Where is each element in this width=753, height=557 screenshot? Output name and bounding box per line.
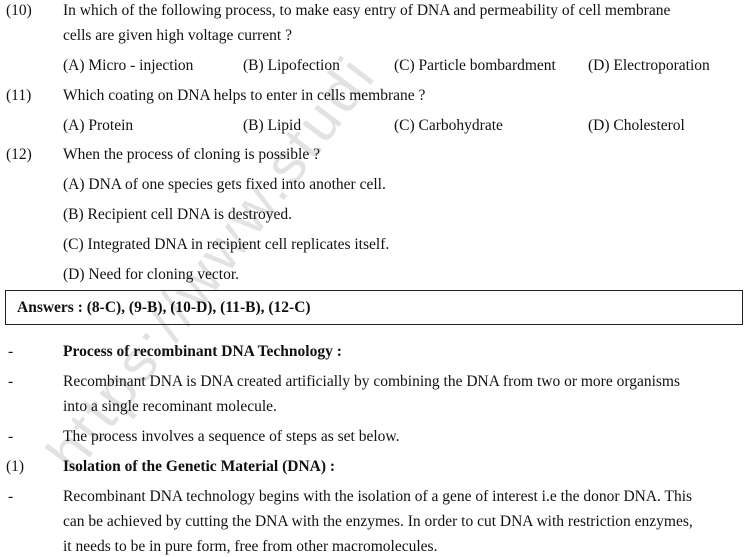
question-11-option-d: (D) Cholesterol (588, 117, 685, 134)
question-12-text: When the process of cloning is possible … (63, 146, 320, 163)
question-10-option-c: (C) Particle bombardment (394, 57, 556, 74)
paragraph-2: The process involves a sequence of steps… (63, 428, 400, 445)
question-10-option-d: (D) Electroporation (588, 57, 710, 74)
question-12-option-b: (B) Recipient cell DNA is destroyed. (63, 206, 293, 223)
step-1-number: (1) (6, 458, 25, 475)
question-10-option-b: (B) Lipofection (243, 57, 340, 74)
bullet-dash-4: - (8, 488, 14, 505)
question-10-text-line2: cells are given high voltage current ? (63, 27, 292, 44)
question-11-text: Which coating on DNA helps to enter in c… (63, 87, 426, 104)
question-10-option-a: (A) Micro - injection (63, 57, 194, 74)
paragraph-3-line2: can be achieved by cutting the DNA with … (63, 513, 693, 530)
question-12-option-c: (C) Integrated DNA in recipient cell rep… (63, 236, 390, 253)
question-11-option-c: (C) Carbohydrate (394, 117, 503, 134)
question-11-option-a: (A) Protein (63, 117, 134, 134)
bullet-dash-3: - (8, 428, 14, 445)
question-12-option-a: (A) DNA of one species gets fixed into a… (63, 176, 386, 193)
bullet-dash-2: - (8, 373, 14, 390)
paragraph-3-line3: it needs to be in pure form, free from o… (63, 538, 438, 555)
section-heading: Process of recombinant DNA Technology : (63, 343, 342, 360)
paragraph-3-line1: Recombinant DNA technology begins with t… (63, 488, 693, 505)
watermark: https://www.studi (34, 43, 389, 484)
answers-box: Answers : (8-C), (9-B), (10-D), (11-B), … (5, 290, 743, 325)
answers-text: Answers : (8-C), (9-B), (10-D), (11-B), … (17, 299, 311, 316)
step-1-heading: Isolation of the Genetic Material (DNA) … (63, 458, 336, 475)
question-11-number: (11) (6, 87, 32, 104)
question-11-option-b: (B) Lipid (243, 117, 302, 134)
question-12-option-d: (D) Need for cloning vector. (63, 266, 240, 283)
paragraph-1-line1: Recombinant DNA is DNA created artificia… (63, 373, 681, 390)
question-10-number: (10) (6, 2, 32, 19)
paragraph-1-line2: into a single recominant molecule. (63, 398, 277, 415)
bullet-dash-1: - (8, 343, 14, 360)
question-12-number: (12) (6, 146, 32, 163)
question-10-text-line1: In which of the following process, to ma… (63, 2, 671, 19)
